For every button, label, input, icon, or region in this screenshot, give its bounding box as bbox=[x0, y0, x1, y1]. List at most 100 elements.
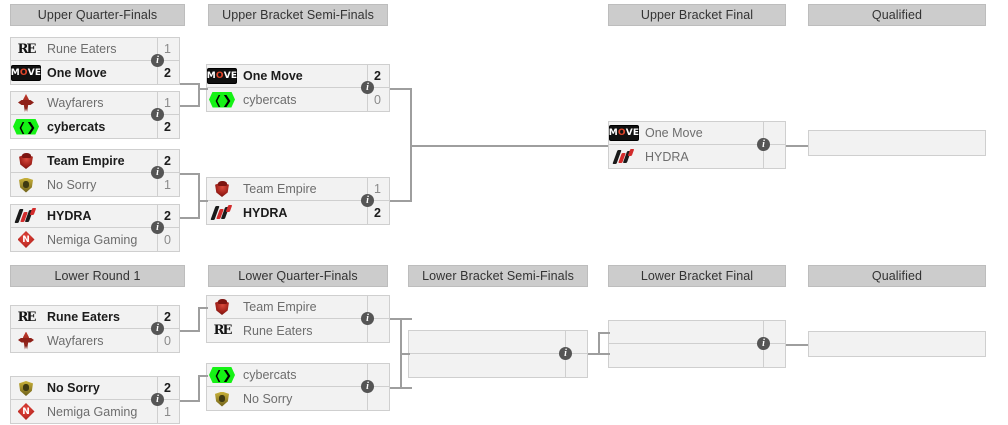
round-header-label: Upper Bracket Final bbox=[640, 8, 754, 22]
team-score bbox=[763, 344, 785, 367]
team-name: Team Empire bbox=[243, 300, 317, 314]
upper-qualified-slot[interactable] bbox=[808, 130, 986, 156]
bracket-connector bbox=[198, 88, 208, 90]
team-name: No Sorry bbox=[243, 391, 293, 406]
match-lbqf2[interactable]: ❬❯cybercats No Sorry bbox=[206, 363, 390, 411]
team-name: HYDRA bbox=[243, 205, 288, 220]
bracket-connector bbox=[198, 375, 208, 377]
team-score: 1 bbox=[157, 400, 179, 423]
team-name: Nemiga Gaming bbox=[47, 232, 138, 247]
bracket-connector bbox=[198, 375, 200, 402]
match-team-row[interactable]: ❬❯cybercats bbox=[207, 364, 389, 387]
match-team-row[interactable] bbox=[409, 331, 587, 354]
cybercats-logo: ❬❯ bbox=[207, 364, 237, 387]
team-logo-empty bbox=[409, 331, 439, 354]
match-info-icon[interactable]: i bbox=[151, 393, 164, 406]
match-info-icon[interactable]: i bbox=[151, 166, 164, 179]
team-score: 2 bbox=[157, 205, 179, 227]
round-header-label: Upper Quarter-Finals bbox=[37, 8, 158, 22]
match-info-icon[interactable]: i bbox=[361, 380, 374, 393]
team-score: 1 bbox=[157, 92, 179, 114]
team-score: 2 bbox=[157, 306, 179, 328]
team-score: 0 bbox=[157, 228, 179, 251]
lower-qualified-slot[interactable] bbox=[808, 331, 986, 357]
match-info-icon[interactable]: i bbox=[757, 138, 770, 151]
match-info-icon[interactable]: i bbox=[151, 108, 164, 121]
match-team-row[interactable] bbox=[409, 354, 587, 377]
round-header-label: Qualified bbox=[871, 8, 923, 22]
team-score: 2 bbox=[157, 377, 179, 399]
team-name: Rune Eaters bbox=[243, 323, 313, 338]
bracket-connector bbox=[598, 332, 600, 355]
match-info-icon[interactable]: i bbox=[757, 337, 770, 350]
nemiga-gaming-logo: N bbox=[11, 400, 41, 423]
match-info-icon[interactable]: i bbox=[151, 221, 164, 234]
team-name: Nemiga Gaming bbox=[47, 404, 138, 419]
round-header-label: Lower Bracket Semi-Finals bbox=[422, 269, 574, 283]
no-sorry-logo bbox=[207, 387, 237, 410]
team-score: 2 bbox=[157, 61, 179, 84]
bracket-connector bbox=[180, 105, 200, 107]
team-score bbox=[565, 331, 587, 353]
team-score bbox=[565, 354, 587, 377]
match-info-icon[interactable]: i bbox=[361, 81, 374, 94]
bracket-connector bbox=[198, 83, 200, 107]
match-lbsf[interactable] bbox=[408, 330, 588, 378]
round-header-upper-bracket-final: Upper Bracket Final bbox=[608, 4, 786, 26]
match-team-row[interactable]: HYDRA bbox=[609, 145, 785, 168]
team-score bbox=[763, 122, 785, 144]
match-info-icon[interactable]: i bbox=[361, 312, 374, 325]
match-info-icon[interactable]: i bbox=[151, 54, 164, 67]
round-header-upper-qualified: Qualified bbox=[808, 4, 986, 26]
match-info-icon[interactable]: i bbox=[361, 194, 374, 207]
team-name: Wayfarers bbox=[47, 96, 104, 110]
team-name: Wayfarers bbox=[47, 333, 104, 348]
team-score bbox=[367, 319, 389, 342]
team-score: 1 bbox=[157, 173, 179, 196]
match-team-row[interactable]: Wayfarers 1 bbox=[11, 92, 179, 115]
match-team-row[interactable]: N Nemiga Gaming 1 bbox=[11, 400, 179, 423]
match-info-icon[interactable]: i bbox=[151, 322, 164, 335]
rune-eaters-logo: RE bbox=[17, 309, 37, 325]
match-team-row[interactable]: No Sorry bbox=[207, 387, 389, 410]
bracket-connector bbox=[390, 88, 412, 90]
bracket-connector bbox=[180, 83, 200, 85]
match-team-row[interactable]: Team Empire bbox=[207, 296, 389, 319]
bracket-connector bbox=[198, 307, 200, 332]
bracket-connector bbox=[390, 200, 412, 202]
round-header-lower-bracket-semi-finals: Lower Bracket Semi-Finals bbox=[408, 265, 588, 287]
match-team-row[interactable] bbox=[609, 321, 785, 344]
wayfarers-logo bbox=[11, 92, 41, 115]
match-lbf[interactable] bbox=[608, 320, 786, 368]
team-name: One Move bbox=[243, 69, 303, 83]
team-empire-logo bbox=[207, 178, 237, 201]
bracket-connector bbox=[198, 200, 208, 202]
match-info-icon[interactable]: i bbox=[559, 347, 572, 360]
match-team-row[interactable] bbox=[609, 344, 785, 367]
